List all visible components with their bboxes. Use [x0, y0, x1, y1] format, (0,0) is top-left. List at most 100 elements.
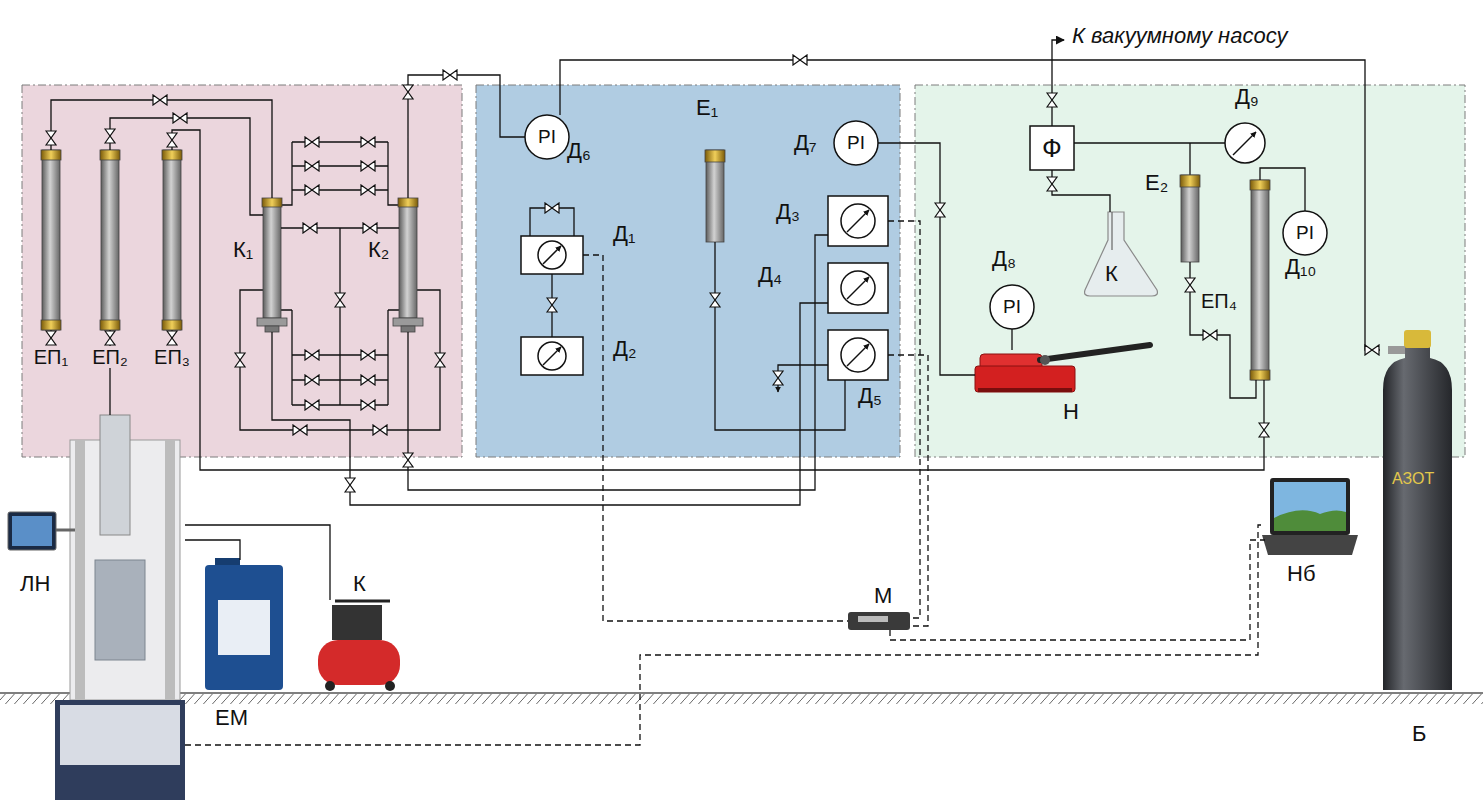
pipe-line [281, 227, 399, 228]
component-label: Е₁ [696, 96, 718, 120]
oil-canister [205, 565, 283, 690]
pressure-indicator: PIД₁₀ [1283, 211, 1327, 255]
valve-symbol [305, 185, 319, 195]
gauge-symbol [828, 330, 888, 380]
component-label: Д₄ [758, 263, 782, 287]
vessel: ЕП₃ [163, 150, 181, 330]
component-label: ЛН [20, 572, 50, 596]
component-label: Д₁ [613, 222, 635, 246]
valve-symbol [167, 331, 177, 345]
component-label: К [353, 572, 366, 596]
panel [22, 85, 1465, 457]
component-label: Д₂ [613, 337, 636, 361]
valve-symbol [335, 293, 345, 307]
symbol-label: PI [1296, 223, 1314, 244]
component-label: Д₃ [776, 200, 800, 224]
valve-symbol [545, 203, 559, 213]
gauge-symbol [538, 342, 566, 370]
symbol-label: PI [847, 133, 865, 154]
valve-symbol [935, 203, 945, 217]
loading-machine [56, 529, 75, 532]
gauge-symbol [841, 271, 875, 305]
component-label: К₂ [368, 238, 389, 262]
bottle-marking: АЗОТ [1392, 470, 1434, 488]
component-label: К [1105, 262, 1118, 286]
loading-machine [100, 415, 130, 535]
symbol-label: PI [538, 127, 556, 148]
pipe [281, 228, 399, 405]
cylinder [163, 150, 181, 330]
valve-symbol [361, 375, 375, 385]
pressure-indicator: PIД₆ [525, 115, 569, 159]
component-label: Д₅ [858, 384, 882, 408]
compressor [325, 681, 335, 691]
gas-bottle [1404, 330, 1431, 348]
gas-bottle [1383, 330, 1452, 690]
valve-symbol [710, 293, 720, 307]
cylinder [162, 320, 182, 330]
component-label: ЕП₄ [1201, 290, 1237, 312]
gas-bottle [1383, 345, 1452, 690]
compressor [385, 681, 395, 691]
hand-pump [1040, 355, 1050, 365]
pipe-line [110, 118, 263, 215]
flask [1085, 212, 1158, 296]
gauge-symbol [834, 121, 878, 165]
valve-symbol [235, 353, 245, 367]
compressor [318, 640, 400, 685]
valve-symbol [293, 425, 307, 435]
pipe-line [1052, 170, 1110, 212]
pressure-sensor: Д₂ [521, 337, 583, 375]
pipe-line [1074, 142, 1225, 143]
pipe [51, 330, 172, 345]
compressor [335, 600, 390, 603]
gauge-symbol [990, 285, 1034, 329]
signal-cable [888, 355, 928, 626]
hand-pump [978, 388, 1072, 392]
gauge-symbol [543, 246, 561, 264]
valve-symbol [773, 371, 783, 385]
vessel: Е₂ [1181, 175, 1199, 262]
valve-symbol [443, 70, 457, 80]
cylinder [41, 150, 1270, 380]
cylinder [1181, 175, 1199, 262]
valve-symbol [1365, 345, 1379, 355]
component-label: Д₁₀ [1285, 255, 1316, 279]
valve-symbol [105, 129, 115, 143]
compressor: К [315, 600, 400, 690]
component-label: Н [1063, 400, 1079, 424]
gauge-symbol [1233, 132, 1256, 155]
vessel: ЕП₄ [1251, 180, 1269, 380]
signal-cable [890, 540, 1265, 640]
ground [0, 694, 1483, 704]
pressure-indicator: PIД₇ [834, 121, 878, 165]
loading-machine [8, 415, 185, 800]
flask [1111, 212, 1112, 250]
valve-symbol [1185, 278, 1195, 292]
valve-symbol [361, 161, 375, 171]
cylinder [393, 318, 423, 326]
signal-cable [185, 525, 1265, 745]
cylinder [705, 150, 725, 162]
signal-cable [888, 221, 920, 618]
pipe [778, 365, 828, 392]
gas-bottle [1388, 346, 1405, 354]
cylinder [1251, 180, 1269, 380]
pipe-line [408, 235, 828, 490]
cylinder [265, 326, 279, 332]
column: К₁ [263, 198, 281, 332]
pipe [281, 142, 399, 205]
oil-canister [218, 600, 270, 655]
panel [915, 85, 1465, 457]
gauge-symbol [841, 338, 875, 372]
pipe-line [272, 303, 828, 505]
annotation-label: К вакуумному насосу [1072, 24, 1287, 48]
gauge-symbol [525, 115, 569, 159]
component-label: Нб [1287, 562, 1316, 586]
component-label: К₁ [233, 238, 253, 262]
valve-symbol [173, 113, 187, 123]
valve-symbol [105, 331, 115, 345]
flask: К [1085, 212, 1157, 296]
valve-symbol [46, 331, 56, 345]
